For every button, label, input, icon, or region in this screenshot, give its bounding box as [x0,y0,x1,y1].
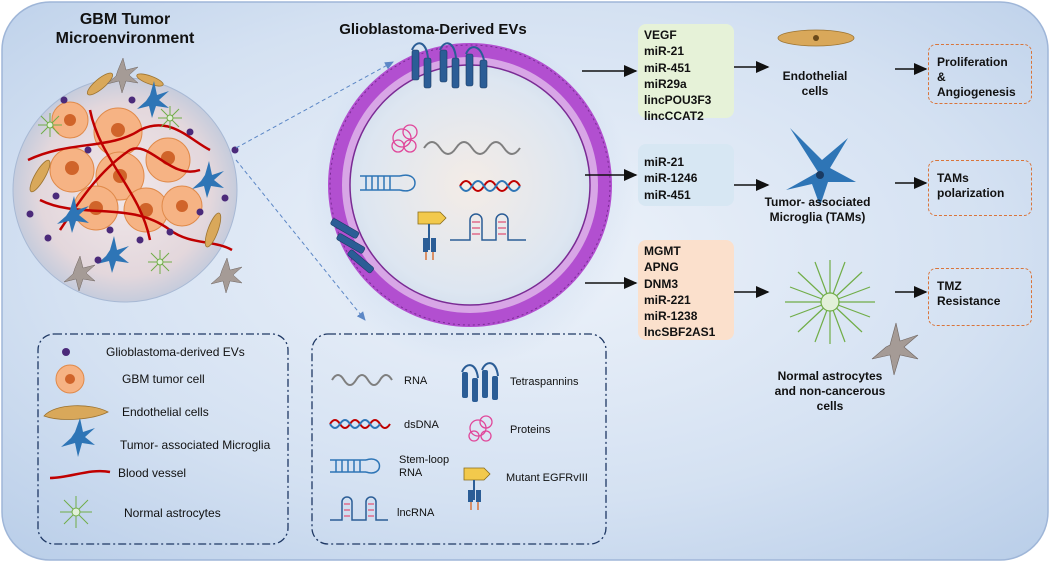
label-line: Stem-loop [399,454,450,466]
label-line: cells [816,399,844,413]
microglia-cell-icon [786,128,856,206]
evs-title: Glioblastoma-Derived EVs [339,21,527,38]
astrocyte-cell-icon [785,260,875,344]
label-line: Tumor- associated [764,195,871,209]
ev-dots [26,96,239,264]
legend-proteins-label: Proteins [510,424,551,436]
legend-cargo-box [311,333,607,545]
label-line: cells [801,84,829,98]
legend-protein-icon [468,415,493,442]
label-line: RNA [399,467,423,479]
astrocytes [38,106,182,274]
legend-vessel-icon [49,469,111,480]
microenvironment-title-line1: GBM Tumor [79,11,171,28]
legend-tumor-label: GBM tumor cell [122,372,205,386]
tumor-microenvironment [12,57,243,303]
outcome-line: TMZ [937,279,962,293]
outcome-line: TAMs [937,171,969,185]
legend-dsdna-icon [329,419,391,429]
legend-microglia-label: Tumor- associated Microglia [120,438,271,452]
legend-egfr-icon [463,467,491,510]
outcome-tams-polarization: TAMs polarization [928,160,1032,216]
legend-endothelial-label: Endothelial cells [122,405,209,419]
cargo-item: lincCCAT2 [644,109,704,124]
legend-endothelial-icon [43,405,109,420]
legend-stemloop-label: Stem-loop RNA [399,454,449,480]
non-cancerous-cell-icon [871,322,919,376]
legend-rna-label: RNA [404,375,428,387]
label-line: Endothelial [782,69,848,83]
legend-astrocyte-icon [60,496,92,528]
legend-vessel-label: Blood vessel [118,466,187,480]
cargo-item: miR29a [644,76,687,91]
microglia [57,81,224,273]
cargo-item: lncSBF2AS1 [644,325,716,340]
cargo-item: miR-21 [644,44,685,59]
legend-evs-label: Glioblastoma-derived EVs [106,345,245,359]
arrows-to-cells [733,61,770,298]
legend-tetraspannin-icon [461,362,499,402]
cargo-item: miR-451 [644,60,691,75]
cargo-item: miR-451 [644,187,691,202]
legend-ev-icon [62,348,70,356]
legend-lncrna-icon [330,496,388,521]
cargo-item: MGMT [644,244,681,258]
rna-cargo [423,141,521,155]
cargo-item: miR-1246 [644,171,698,186]
legend-stemloop-icon [330,458,381,474]
tetraspannins-membrane [330,49,488,274]
legend-lncrna-label: lncRNA [397,507,435,519]
cargo-item: VEGF [644,28,677,42]
label-line: and non-cancerous [774,384,886,398]
outcome-tmz-resistance: TMZ Resistance [928,268,1032,326]
endothelial-cells-label: Endothelial cells [760,69,870,99]
cargo-box-endothelial: VEGF miR-21 miR-451 miR29a lincPOU3F3 li… [638,24,734,123]
legend-astrocytes-label: Normal astrocytes [124,506,221,520]
dsdna-cargo [459,180,521,192]
endothelial-cells [29,72,222,248]
cargo-item: miR-1238 [644,309,698,324]
legend-egfr-label: Mutant EGFRvIII [506,472,588,484]
outcome-line: & Angiogenesis [937,70,1016,99]
extracellular-vesicle [305,35,635,365]
label-line: Microglia (TAMs) [769,210,866,224]
arrows-to-cargo [582,65,638,289]
cargo-box-astrocytes: MGMT APNG DNM3 miR-221 miR-1238 lncSBF2A… [638,240,734,340]
outcome-proliferation: Proliferation & Angiogenesis [928,44,1032,104]
arrows-to-outcomes [895,63,928,298]
cargo-item: miR-221 [644,292,691,307]
cargo-box-microglia: miR-21 miR-1246 miR-451 [638,144,734,206]
cargo-item: DNM3 [644,276,679,291]
cargo-item: miR-21 [644,155,685,169]
microenvironment-title-line2: Microenvironment [55,30,195,47]
legend-tetraspannins-label: Tetraspannins [510,376,579,388]
egfr-cargo [417,211,447,260]
outcome-line: Proliferation [937,55,1008,69]
legend-rna-icon [331,374,393,386]
astrocytes-label: Normal astrocytes and non-cancerous cell… [770,369,890,414]
protein-cargo [391,124,418,153]
label-line: Normal astrocytes [777,369,883,383]
microenvironment-title: GBM Tumor Microenvironment [35,10,215,48]
outcome-line: polarization [937,186,1005,200]
cargo-item: APNG [644,260,679,275]
microglia-label: Tumor- associated Microglia (TAMs) [755,195,880,225]
stemloop-cargo [360,174,416,192]
cargo-item: lincPOU3F3 [644,93,712,108]
legend-microglia-icon [61,418,95,457]
lncrna-cargo [450,213,526,241]
legend-dsdna-label: dsDNA [404,419,439,431]
legend-cells-box [37,333,289,545]
outcome-line: Resistance [937,294,1001,308]
